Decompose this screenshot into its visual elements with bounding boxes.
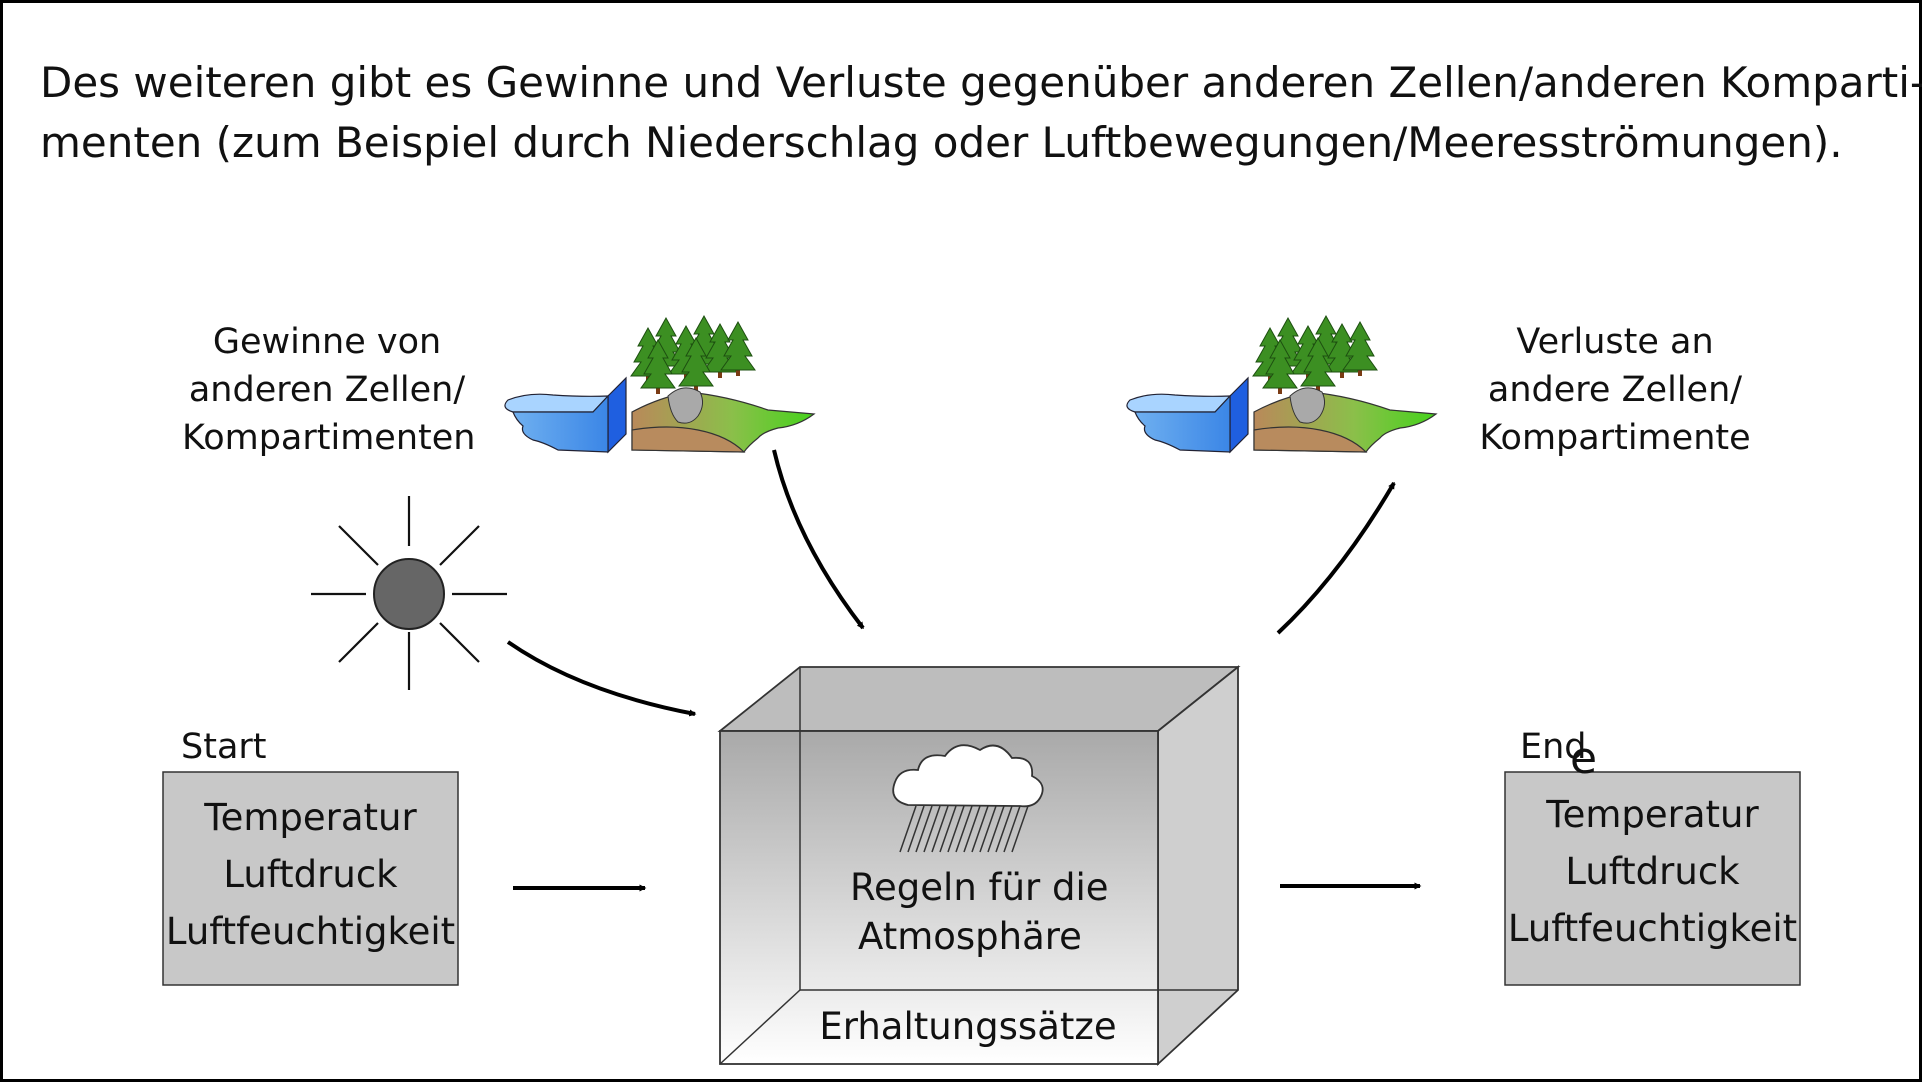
start-state-list: Temperatur Luftdruck Luftfeuchtigkeit — [163, 796, 458, 953]
sun-icon — [311, 496, 507, 690]
losses-label-line-3: Kompartimente — [1479, 418, 1751, 458]
intro-line-2: menten (zum Beispiel durch Niederschlag … — [40, 118, 1843, 167]
losses-label: Verluste an andere Zellen/ Kompartimente — [1470, 322, 1760, 458]
gains-label-line-1: Gewinne von — [212, 322, 442, 362]
end-title-stray-char: e — [1570, 733, 1598, 784]
rules-line-2: Atmosphäre — [858, 915, 1082, 958]
end-var-3: Luftfeuchtigkeit — [1507, 907, 1798, 950]
arrow-gains-to-box — [772, 449, 865, 630]
end-state-list: Temperatur Luftdruck Luftfeuchtigkeit — [1505, 793, 1800, 950]
rules-label: Regeln für die Atmosphäre — [850, 866, 1109, 958]
gains-label-line-2: anderen Zellen/ — [188, 370, 466, 410]
gains-label: Gewinne von anderen Zellen/ Kompartiment… — [182, 322, 476, 458]
conservation-label: Erhaltungssätze — [819, 1005, 1117, 1048]
gains-label-line-3: Kompartimenten — [182, 418, 476, 458]
rain-cloud-icon — [892, 744, 1044, 853]
atmosphere-box — [717, 665, 1241, 1067]
start-var-2: Luftdruck — [223, 853, 398, 896]
start-title: Start — [181, 727, 267, 767]
arrows — [506, 449, 1422, 892]
landscape-gains-icon — [505, 316, 814, 452]
landscape-losses-icon — [1127, 316, 1436, 452]
rules-line-1: Regeln für die — [850, 866, 1109, 909]
losses-label-line-2: andere Zellen/ — [1487, 370, 1743, 410]
end-var-1: Temperatur — [1546, 793, 1759, 836]
losses-label-line-1: Verluste an — [1516, 322, 1714, 362]
end-state-box — [1504, 771, 1801, 986]
end-title-text: End — [1520, 727, 1587, 767]
start-var-1: Temperatur — [204, 796, 417, 839]
arrow-sun-to-box — [506, 640, 697, 717]
start-var-3: Luftfeuchtigkeit — [165, 910, 456, 953]
start-state-box — [162, 771, 459, 986]
arrow-box-to-losses — [1276, 481, 1396, 635]
end-var-2: Luftdruck — [1565, 850, 1740, 893]
intro-line-1: Des weiteren gibt es Gewinne und Verlust… — [40, 58, 1922, 107]
